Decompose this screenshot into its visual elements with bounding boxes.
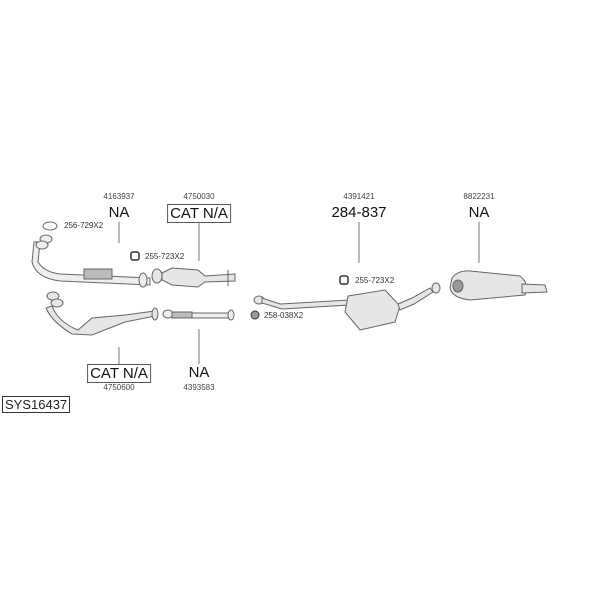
part-ref[interactable]: NA xyxy=(468,204,490,221)
catalyst-4750600 xyxy=(45,291,159,336)
part-number: 8822231 xyxy=(463,192,495,201)
part-number: 4750600 xyxy=(103,383,135,392)
middle-silencer-4391421 xyxy=(253,282,441,331)
rear-silencer-8822231 xyxy=(449,270,548,301)
catalyst-4750030 xyxy=(151,267,236,288)
part-ref[interactable]: NA xyxy=(188,364,210,381)
part-number: 4750030 xyxy=(183,192,215,201)
front-pipe-4163937 xyxy=(31,234,151,288)
leader-lines xyxy=(118,222,480,364)
nut-icon xyxy=(250,310,260,320)
accessory-label[interactable]: 255-723X2 xyxy=(145,252,185,261)
gasket-icon xyxy=(42,221,58,231)
clamp-icon xyxy=(130,251,140,261)
clamp-icon xyxy=(339,275,349,285)
pipe-4393583 xyxy=(162,309,235,321)
system-code: SYS16437 xyxy=(2,396,71,413)
part-ref[interactable]: 284-837 xyxy=(331,204,387,221)
part-ref[interactable]: CAT N/A xyxy=(167,204,231,223)
accessory-label[interactable]: 256-729X2 xyxy=(64,221,104,230)
part-ref[interactable]: NA xyxy=(108,204,130,221)
accessory-label[interactable]: 255-723X2 xyxy=(355,276,395,285)
accessory-label[interactable]: 258-038X2 xyxy=(264,311,304,320)
part-number: 4391421 xyxy=(343,192,375,201)
part-number: 4393583 xyxy=(183,383,215,392)
part-number: 4163937 xyxy=(103,192,135,201)
part-ref[interactable]: CAT N/A xyxy=(87,364,151,383)
